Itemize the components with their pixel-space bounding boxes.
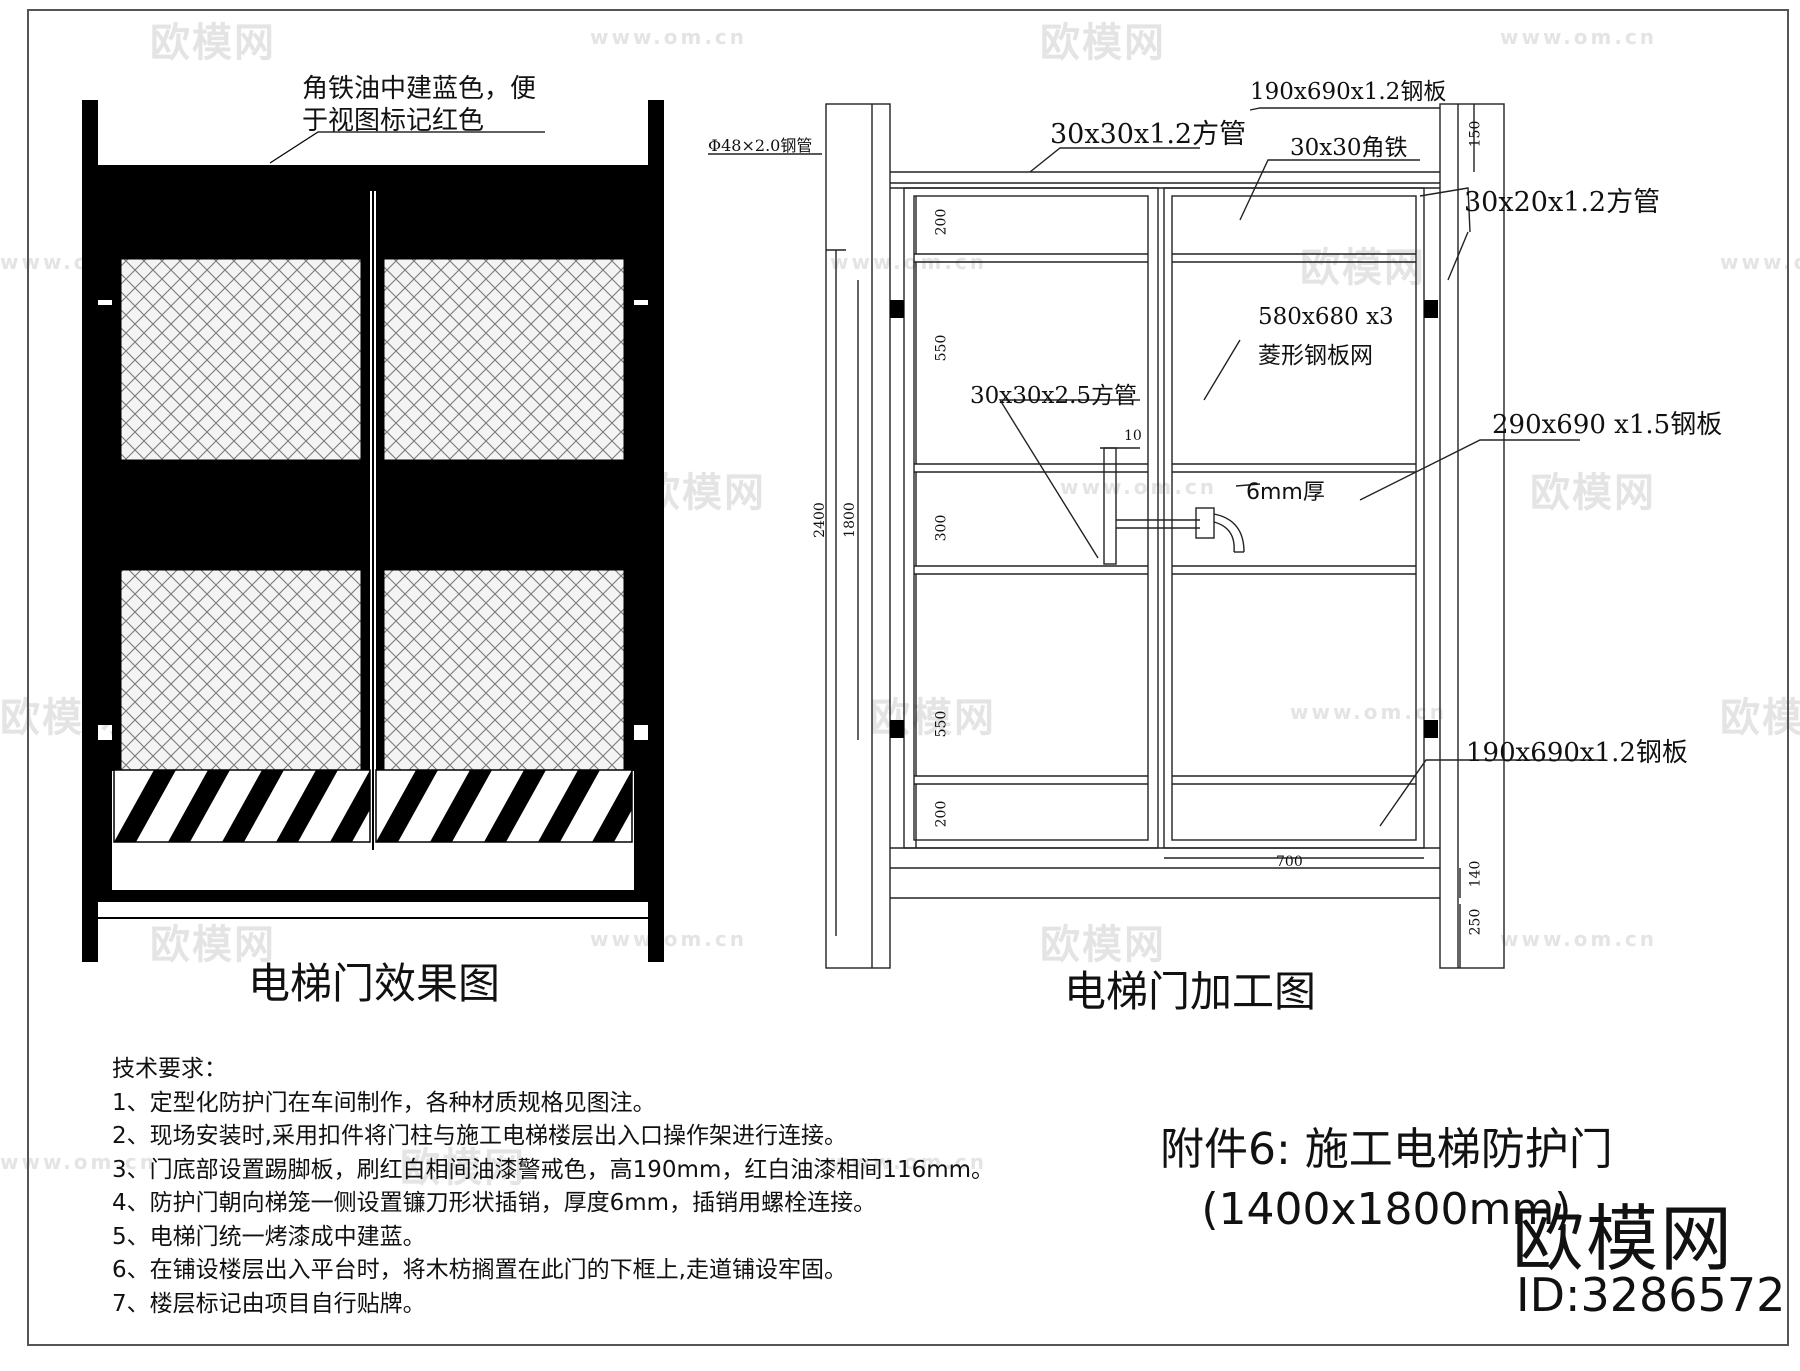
dim-700: 700 [1276,854,1303,870]
pipe-label: Φ48×2.0钢管 [708,136,813,155]
sheet-border [27,9,1789,1346]
dim-10: 10 [1124,428,1142,444]
requirement-item: 5、电梯门统一烤漆成中建蓝。 [112,1223,426,1250]
dim-550-bottom: 550 [933,710,950,738]
dim-150: 150 [1467,120,1484,148]
angle-iron-label: 30x30角铁 [1290,135,1408,161]
dim-550-top: 550 [933,334,950,362]
bottom-plate-label: 190x690x1.2钢板 [1466,738,1688,768]
requirements-heading: 技术要求： [112,1056,227,1082]
requirement-item: 2、现场安装时,采用扣件将门柱与施工电梯楼层出入口操作架进行连接。 [112,1123,847,1149]
brand-logo: 欧模网 [1512,1197,1735,1281]
thickness-label: 6mm厚 [1246,480,1325,505]
technical-requirements: 技术要求： 1、定型化防护门在车间制作，各种材质规格见图注。 2、现场安装时,采… [112,1053,994,1321]
requirement-item: 6、在铺设楼层出入平台时，将木枋搁置在此门的下框上,走道铺设牢固。 [112,1257,847,1283]
note-line-1: 角铁油中建蓝色，便 [302,74,537,104]
attachment-title: 附件6: 施工电梯防护门 (1400x1800mm) [1160,1120,1613,1240]
dim-250: 250 [1467,908,1484,936]
mesh-label-line2: 菱形钢板网 [1258,343,1373,369]
dim-140: 140 [1467,860,1484,888]
effect-drawing-title: 电梯门效果图 [248,959,501,1008]
square-tube-c-label: 30x30x2.5方管 [970,383,1138,409]
square-tube-b-label: 30x20x1.2方管 [1464,187,1661,218]
requirement-item: 3、门底部设置踢脚板，刷红白相间油漆警戒色，高190mm，红白油漆相间116mm… [112,1156,995,1183]
requirement-item: 1、定型化防护门在车间制作，各种材质规格见图注。 [112,1089,656,1116]
brand-id: ID:3286572 [1516,1268,1786,1322]
attachment-line-2: (1400x1800mm) [1201,1184,1572,1235]
attachment-line-1: 附件6: 施工电梯防护门 [1160,1124,1613,1175]
fabrication-drawing-title: 电梯门加工图 [1064,967,1317,1016]
note-line-2: 于视图标记红色 [302,106,485,136]
dim-200-top: 200 [933,208,950,236]
mid-plate-label: 290x690 x1.5钢板 [1492,410,1723,440]
dim-1800: 1800 [841,502,858,538]
hinge-blocks [890,300,1438,738]
mesh-label-line1: 580x680 x3 [1258,304,1394,330]
effect-drawing [82,100,664,962]
requirement-item: 4、防护门朝向梯笼一侧设置镰刀形状插销，厚度6mm，插销用螺栓连接。 [112,1190,877,1216]
dim-2400: 2400 [811,502,828,538]
square-tube-a-label: 30x30x1.2方管 [1050,119,1247,150]
dim-200-bottom: 200 [933,800,950,828]
top-plate-label: 190x690x1.2钢板 [1250,79,1447,105]
dim-300: 300 [933,514,950,542]
fabrication-drawing [708,103,1606,969]
requirement-item: 7、楼层标记由项目自行贴牌。 [112,1290,426,1317]
